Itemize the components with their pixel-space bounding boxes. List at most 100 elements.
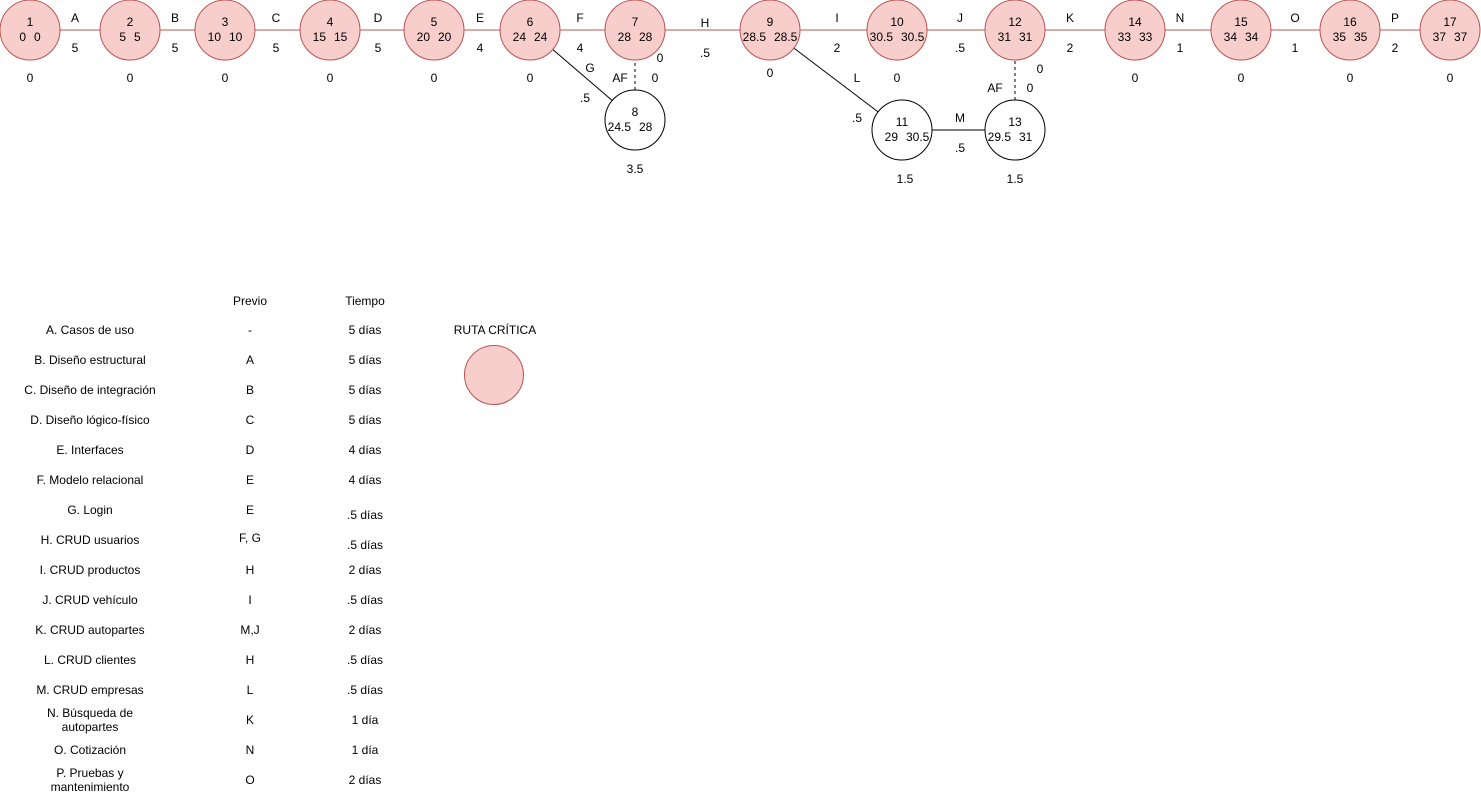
activity-name: I. CRUD productos (39, 563, 141, 577)
edge-duration-9-11: .5 (852, 111, 862, 125)
node-slack-8: 3.5 (627, 162, 644, 176)
edges-layer (60, 29, 1420, 131)
edge-duration-14-15: 1 (1177, 41, 1184, 55)
activity-tiempo: 2 días (348, 563, 382, 577)
node-slack-16: 0 (1347, 71, 1354, 85)
node-id-4: 4 (327, 15, 334, 29)
node-slack-14: 0 (1132, 71, 1139, 85)
node-slack-10: 0 (894, 71, 901, 85)
node-slack-1: 0 (27, 71, 34, 85)
node-slack-15: 0 (1238, 71, 1245, 85)
tiempo-column-header: Tiempo (345, 294, 385, 308)
node-id-15: 15 (1234, 15, 1248, 29)
edge-label-2-3: B (171, 11, 179, 25)
activity-previo: I (248, 593, 252, 607)
edge-label-6-7: F (576, 11, 583, 25)
activity-name: K. CRUD autopartes (35, 623, 145, 637)
critical-path-legend-swatch (464, 345, 524, 405)
edge-label-11-13: M (955, 111, 965, 125)
node-slack-11: 1.5 (897, 172, 914, 186)
edge-label-4-5: D (374, 11, 383, 25)
node-early-15: 34 (1224, 30, 1238, 44)
node-late-6: 24 (534, 30, 548, 44)
activity-name: L. CRUD clientes (43, 653, 137, 667)
activity-name: B. Diseño estructural (34, 353, 146, 367)
node-late-16: 35 (1354, 30, 1368, 44)
activity-name: E. Interfaces (56, 443, 124, 457)
node-id-7: 7 (632, 15, 639, 29)
activity-previo: K (245, 713, 254, 727)
activity-tiempo: 5 días (348, 383, 382, 397)
edge-duration-2-3: 5 (172, 41, 179, 55)
activity-name: H. CRUD usuarios (40, 533, 140, 547)
node-early-12: 31 (998, 30, 1012, 44)
activity-tiempo: .5 días (346, 593, 384, 607)
activity-name: F. Modelo relacional (36, 473, 144, 487)
edge-duration-4-5: 5 (375, 41, 382, 55)
activity-previo: - (248, 323, 252, 337)
node-circle-5 (403, 0, 465, 61)
node-circle-1 (0, 0, 61, 61)
activity-tiempo: .5 días (346, 508, 384, 522)
node-late-13: 31 (1019, 130, 1033, 144)
edge-l-9-11 (793, 47, 879, 113)
node-late-7: 28 (639, 30, 653, 44)
node-late-17: 37 (1454, 30, 1468, 44)
edge-label-3-4: C (272, 11, 281, 25)
node-early-10: 30.5 (870, 30, 894, 44)
edge-label-13-12: AF (987, 81, 1002, 95)
activity-tiempo: 4 días (348, 443, 382, 457)
node-id-16: 16 (1343, 15, 1357, 29)
edge-duration-16-17: 2 (1392, 41, 1399, 55)
node-id-6: 6 (527, 15, 534, 29)
activity-tiempo: 2 días (348, 623, 382, 637)
activity-tiempo: 5 días (348, 323, 382, 337)
node-circle-7 (604, 0, 666, 61)
node-late-12: 31 (1019, 30, 1033, 44)
edge-g-6-8 (552, 49, 613, 101)
node-circle-17 (1419, 0, 1481, 61)
node-id-17: 17 (1443, 15, 1457, 29)
node-early-8: 24.5 (608, 120, 632, 134)
edge-label-12-14: K (1066, 11, 1074, 25)
node-late-10: 30.5 (901, 30, 925, 44)
node-id-14: 14 (1128, 15, 1142, 29)
node-circle-15 (1210, 0, 1272, 61)
node-early-9: 28.5 (743, 30, 767, 44)
edge-duration-12-14: 2 (1067, 41, 1074, 55)
edge-label-7-9: H (701, 16, 710, 30)
node-early-7: 28 (618, 30, 632, 44)
node-circle-13 (984, 99, 1046, 161)
activity-name: M. CRUD empresas (36, 683, 144, 697)
legend-title: RUTA CRÍTICA (453, 323, 537, 337)
edge-duration-1-2: 5 (72, 41, 79, 55)
node-late-14: 33 (1139, 30, 1153, 44)
node-7: 728 28 (604, 0, 666, 61)
node-late-1: 0 (34, 30, 41, 44)
node-slack-13: 1.5 (1007, 172, 1024, 186)
activity-name: N. Búsqueda de autopartes (46, 706, 134, 734)
node-id-10: 10 (890, 15, 904, 29)
node-circle-11 (871, 99, 933, 161)
node-circle-9 (739, 0, 801, 61)
edge-label-14-15: N (1176, 11, 1185, 25)
node-slack-17: 0 (1447, 71, 1454, 85)
node-slack-3: 0 (222, 71, 229, 85)
edge-duration-13-12: 0 (1027, 81, 1034, 95)
node-slack-7: 0 (657, 51, 664, 65)
activity-tiempo: 1 día (351, 713, 379, 727)
node-id-8: 8 (632, 105, 639, 119)
